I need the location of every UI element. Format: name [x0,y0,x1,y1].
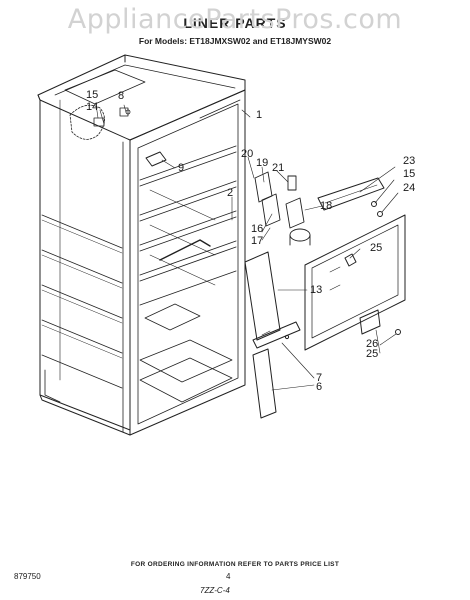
callout-15-top: 15 [86,89,99,101]
callout-21: 21 [272,162,285,174]
part-9-bracket [145,151,167,167]
callout-19: 19 [256,157,269,169]
callout-9: 9 [178,162,185,174]
callout-16: 16 [251,223,264,235]
ordering-note: FOR ORDERING INFORMATION REFER TO PARTS … [130,561,340,568]
callout-23: 23 [403,155,416,167]
callout-15-right: 15 [403,168,416,180]
callout-24: 24 [403,182,416,194]
part-13-duct [244,251,281,341]
callout-2: 2 [227,187,234,199]
callout-7: 7 [316,372,323,384]
shelf-rails [139,145,237,306]
callout-1: 1 [256,109,263,121]
light-housing [304,214,406,351]
callout-17: 17 [251,235,264,247]
callout-25-panel: 25 [370,242,383,254]
callout-26: 26 [366,338,379,350]
callout-6: 6 [316,381,323,393]
page-number: 4 [226,572,231,581]
part-6-cover [252,348,277,419]
callout-18: 18 [320,200,333,212]
handwritten-code: 7ZZ-C-4 [200,586,230,595]
leader-lines [95,103,399,391]
control-parts [254,171,311,246]
part-1-trim [199,99,241,119]
callout-14: 14 [86,101,99,113]
watermark: AppliancePartsPros.com [67,4,403,35]
document-number: 879750 [14,572,41,581]
crisper-area [139,303,233,403]
evaporator-cover [64,69,146,140]
callout-13: 13 [310,284,323,296]
callout-20: 20 [241,148,254,160]
callout-25-bottom: 25 [366,348,379,360]
page-title: LINER PARTS [183,15,287,31]
model-subtitle: For Models: ET18JMXSW02 and ET18JMYSW02 [138,36,332,46]
part-7-baffle [252,321,301,349]
callout-8: 8 [118,90,125,102]
